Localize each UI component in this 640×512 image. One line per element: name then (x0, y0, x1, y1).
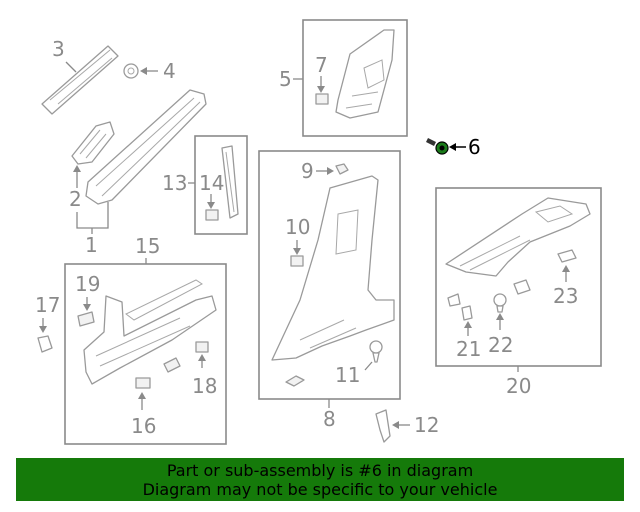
callout-2: 2 (69, 187, 82, 211)
arrow-10 (293, 248, 301, 255)
arrow-9 (327, 167, 334, 175)
callout-20: 20 (506, 374, 531, 398)
callout-10: 10 (285, 215, 310, 239)
callout-6: 6 (468, 135, 481, 159)
part-8-b-pillar-lower-trim (271, 175, 395, 361)
leader-3 (65, 61, 77, 73)
callout-11: 11 (335, 363, 360, 387)
part-19-clip (77, 311, 95, 327)
callout-13: 13 (162, 171, 187, 195)
arrow-22 (496, 313, 504, 320)
part-20-quarter-trim (445, 197, 591, 277)
part-21-clip (461, 305, 473, 321)
part-14-clip (205, 209, 219, 221)
callout-19: 19 (75, 272, 100, 296)
part-4-nut (123, 63, 139, 79)
part-1-a-pillar-trim (85, 89, 207, 205)
callout-23: 23 (553, 284, 578, 308)
part-17-clip (37, 335, 53, 353)
arrow-2 (73, 165, 81, 172)
part-5-b-pillar-upper-trim (335, 29, 395, 119)
callout-1: 1 (85, 233, 98, 257)
leader-11 (364, 361, 373, 371)
callout-3: 3 (52, 37, 65, 61)
arrow-18 (198, 354, 206, 361)
part-22-push-pin (493, 293, 507, 313)
arrow-14 (207, 202, 215, 209)
arrow-23 (562, 265, 570, 272)
callout-18: 18 (192, 374, 217, 398)
part-10-clip (290, 255, 304, 267)
part-8-clip (285, 375, 305, 387)
part-20-clip-b (447, 293, 461, 307)
callout-15: 15 (135, 234, 160, 258)
part-15-scuff-plate (83, 279, 217, 385)
footer-line-1: Part or sub-assembly is #6 in diagram (166, 460, 474, 480)
arrow-17 (39, 326, 47, 333)
part-9-clip (335, 163, 349, 175)
part-15-clip-a (163, 357, 181, 373)
callout-5: 5 (279, 67, 292, 91)
part-20-clip-a (513, 279, 531, 295)
parts-diagram: 3 4 2 1 5 7 6 (35, 19, 602, 445)
arrow-21 (464, 321, 472, 328)
part-2-bracket (71, 121, 115, 165)
part-18-clip (195, 341, 209, 353)
arrow-6 (449, 143, 456, 151)
group-box-5 (302, 19, 408, 137)
callout-14: 14 (199, 171, 224, 195)
arrow-12 (392, 421, 399, 429)
part-7-clip (315, 93, 329, 105)
group-box-13 (194, 135, 248, 235)
part-6-screw (426, 138, 449, 155)
part-16-clip (135, 377, 151, 389)
arrow-16 (138, 392, 146, 399)
callout-21: 21 (456, 337, 481, 361)
callout-17: 17 (35, 293, 60, 317)
callout-4: 4 (163, 59, 176, 83)
callout-7: 7 (315, 53, 328, 77)
arrow-19 (83, 304, 91, 311)
callout-22: 22 (488, 333, 513, 357)
part-13-trim-strip (221, 145, 239, 219)
callout-8: 8 (323, 407, 336, 431)
footer-line-2: Diagram may not be specific to your vehi… (142, 479, 498, 499)
part-23-clip (557, 249, 577, 263)
arrow-4 (140, 67, 147, 75)
arrow-7 (317, 86, 325, 93)
callout-12: 12 (414, 413, 439, 437)
part-12-clip (375, 409, 391, 443)
callout-16: 16 (131, 414, 156, 438)
part-3-clip-strip (41, 45, 119, 115)
part-11-push-pin (369, 340, 383, 363)
callout-9: 9 (301, 159, 314, 183)
footer-banner: Part or sub-assembly is #6 in diagram Di… (16, 458, 624, 501)
